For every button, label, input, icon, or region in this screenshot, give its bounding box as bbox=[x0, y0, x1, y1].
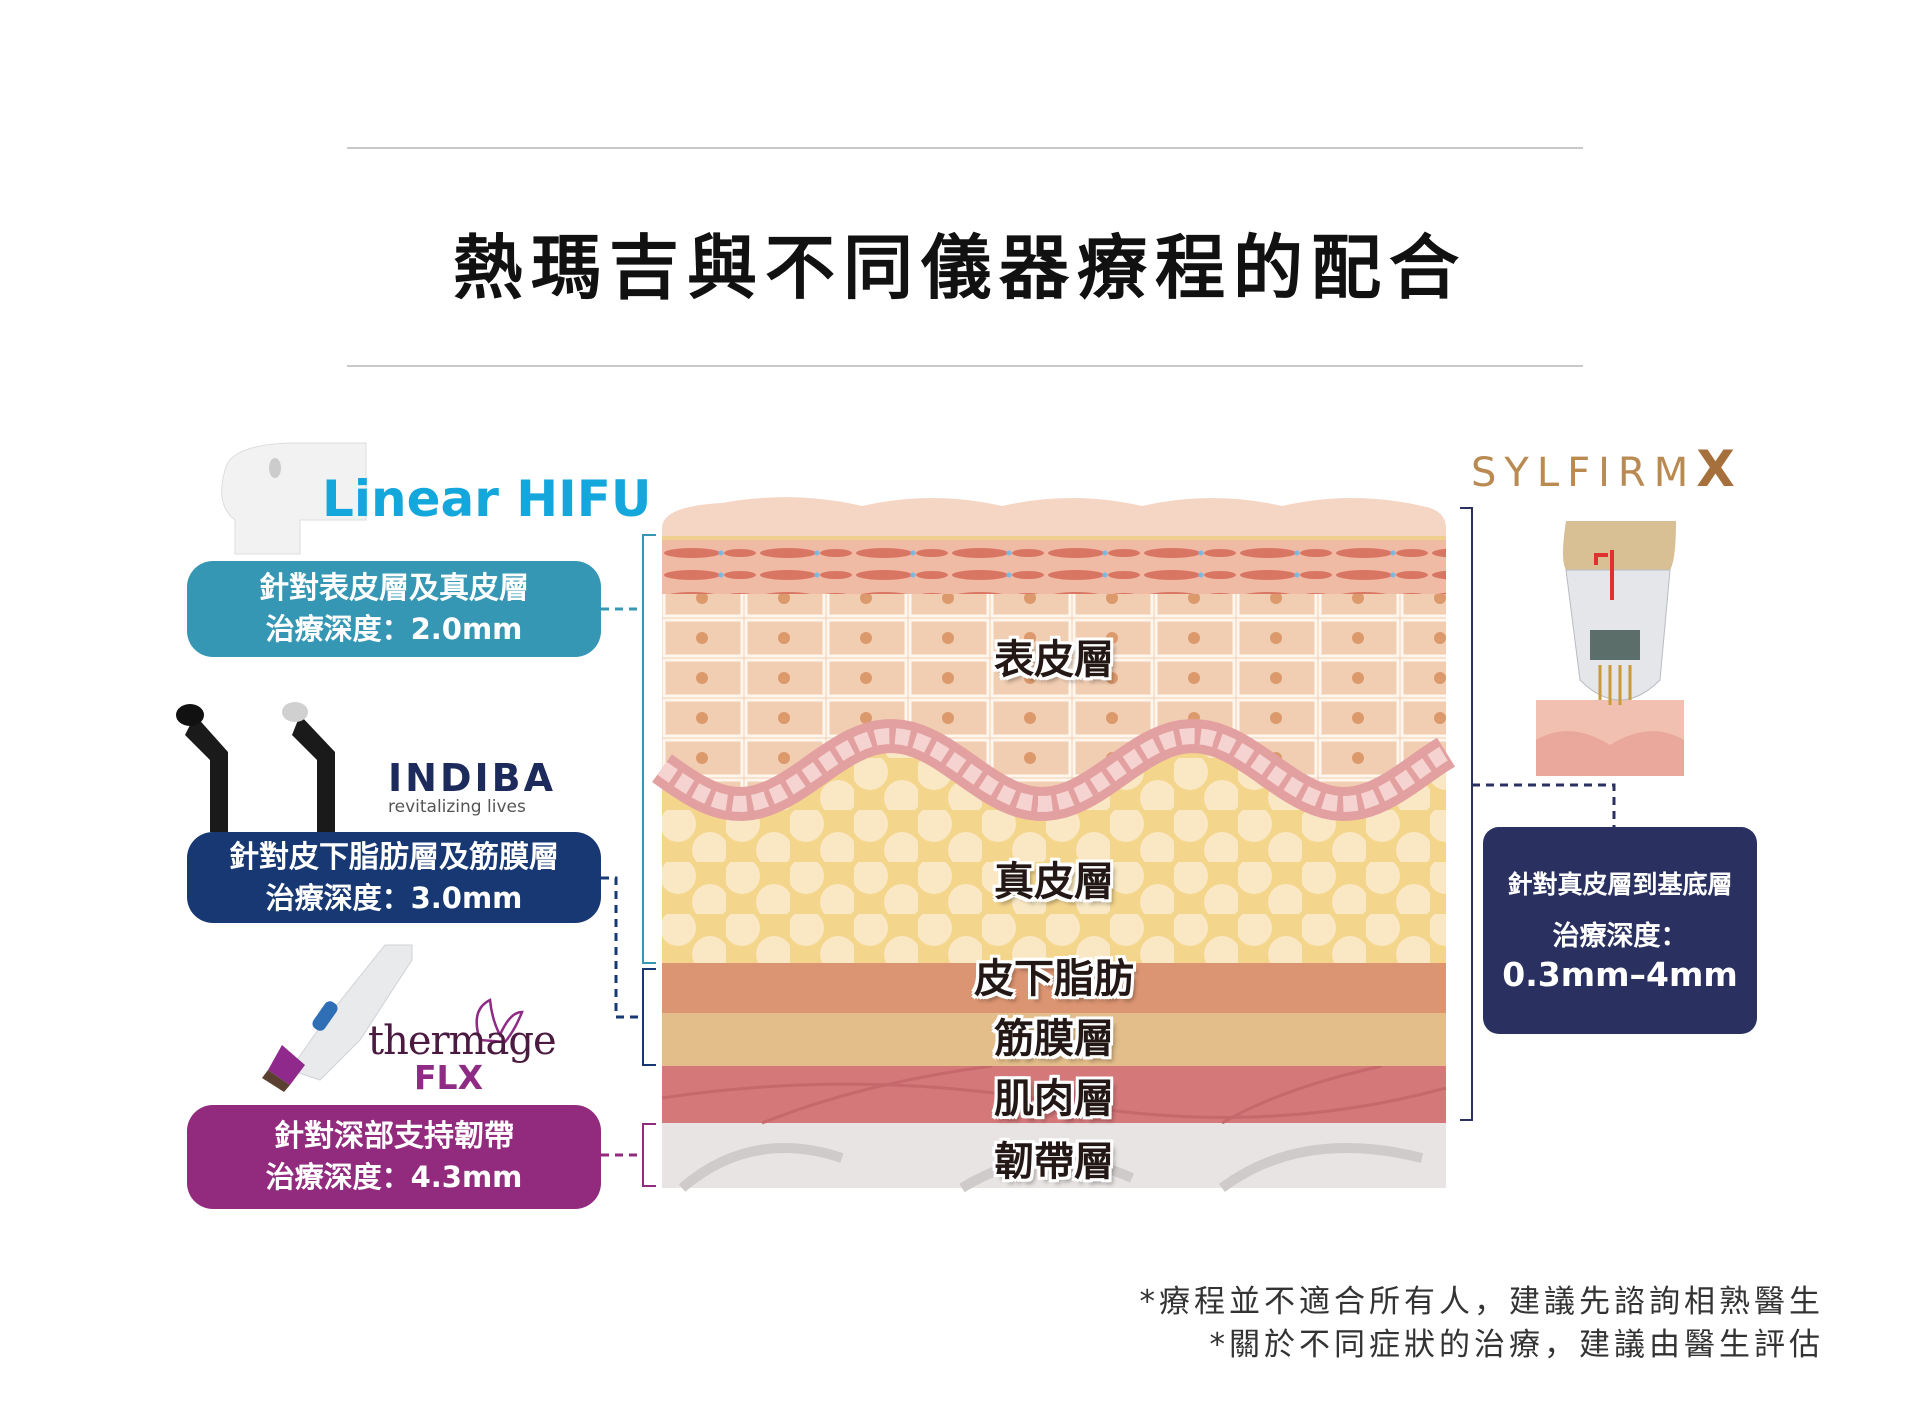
ligament-fibers bbox=[678, 1143, 1424, 1193]
skin-layer-diagram bbox=[652, 497, 1456, 1193]
layer-label-epidermis: 表皮層 bbox=[994, 637, 1114, 683]
thermage-handpiece-image bbox=[262, 944, 413, 1092]
hifu-device-image bbox=[221, 442, 367, 555]
thermage-bracket bbox=[642, 1123, 656, 1187]
indiba-tagline: revitalizing lives bbox=[388, 797, 526, 817]
thermage-flx-logo: FLX bbox=[414, 1058, 484, 1097]
title-divider bbox=[347, 365, 1583, 367]
thermage-lotus-icon bbox=[475, 998, 524, 1044]
thermage-info-card: 針對深部支持韌帶 治療深度：4.3mm bbox=[187, 1105, 601, 1209]
layer-label-dermis: 真皮層 bbox=[994, 859, 1114, 905]
footnote-2: *關於不同症狀的治療，建議由醫生評估 bbox=[1209, 1327, 1824, 1363]
stratum-layer bbox=[662, 536, 1446, 594]
layer-label-ligament: 韌帶層 bbox=[994, 1139, 1114, 1185]
hifu-bracket bbox=[642, 534, 656, 964]
top-divider bbox=[347, 147, 1583, 149]
linear-hifu-logo: Linear HIFU bbox=[322, 470, 652, 528]
sylfirm-connector bbox=[1472, 783, 1616, 827]
sylfirm-depth-label: 治療深度： bbox=[1552, 920, 1688, 952]
sylfirm-device-image bbox=[1536, 521, 1684, 776]
sylfirm-logo-x: X bbox=[1696, 440, 1735, 498]
indiba-connector bbox=[601, 876, 643, 1019]
fat-layer bbox=[662, 963, 1446, 1013]
indiba-probe-image bbox=[176, 702, 335, 832]
layer-label-subcutaneous-fat: 皮下脂肪 bbox=[974, 956, 1134, 1002]
sylfirm-bracket bbox=[1460, 507, 1473, 1121]
indiba-logo: INDIBA bbox=[388, 756, 556, 800]
hifu-target: 針對表皮層及真皮層 bbox=[259, 571, 529, 606]
thermage-depth: 治療深度：4.3mm bbox=[265, 1160, 523, 1194]
sylfirm-target: 針對真皮層到基底層 bbox=[1507, 869, 1733, 899]
hifu-depth: 治療深度：2.0mm bbox=[265, 612, 523, 646]
page-title: 熱瑪吉與不同儀器療程的配合 bbox=[453, 227, 1467, 309]
indiba-depth: 治療深度：3.0mm bbox=[265, 880, 523, 915]
sylfirm-logo-text: SYLFIRM bbox=[1471, 450, 1697, 496]
sylfirm-depth: 0.3mm–4mm bbox=[1502, 954, 1738, 994]
hifu-info-card: 針對表皮層及真皮層 治療深度：2.0mm bbox=[187, 561, 601, 657]
thermage-logo: thermage bbox=[368, 1018, 557, 1064]
skin-surface bbox=[662, 497, 1446, 540]
layer-label-muscle: 肌肉層 bbox=[994, 1076, 1114, 1122]
thermage-target: 針對深部支持韌帶 bbox=[274, 1119, 514, 1154]
indiba-target: 針對皮下脂肪層及筋膜層 bbox=[229, 839, 559, 875]
footnote-1: *療程並不適合所有人，建議先諮詢相熟醫生 bbox=[1139, 1284, 1824, 1320]
basal-cells bbox=[657, 728, 1451, 813]
sylfirm-info-card: 針對真皮層到基底層 治療深度： 0.3mm–4mm bbox=[1483, 827, 1757, 1034]
indiba-info-card: 針對皮下脂肪層及筋膜層 治療深度：3.0mm bbox=[187, 832, 601, 923]
layer-label-fascia: 筋膜層 bbox=[994, 1016, 1114, 1062]
muscle-fibers bbox=[661, 1064, 1447, 1125]
sylfirm-x-logo: SYLFIRMX bbox=[1471, 440, 1735, 498]
fascia-layer bbox=[662, 1013, 1446, 1066]
indiba-bracket bbox=[642, 968, 656, 1066]
